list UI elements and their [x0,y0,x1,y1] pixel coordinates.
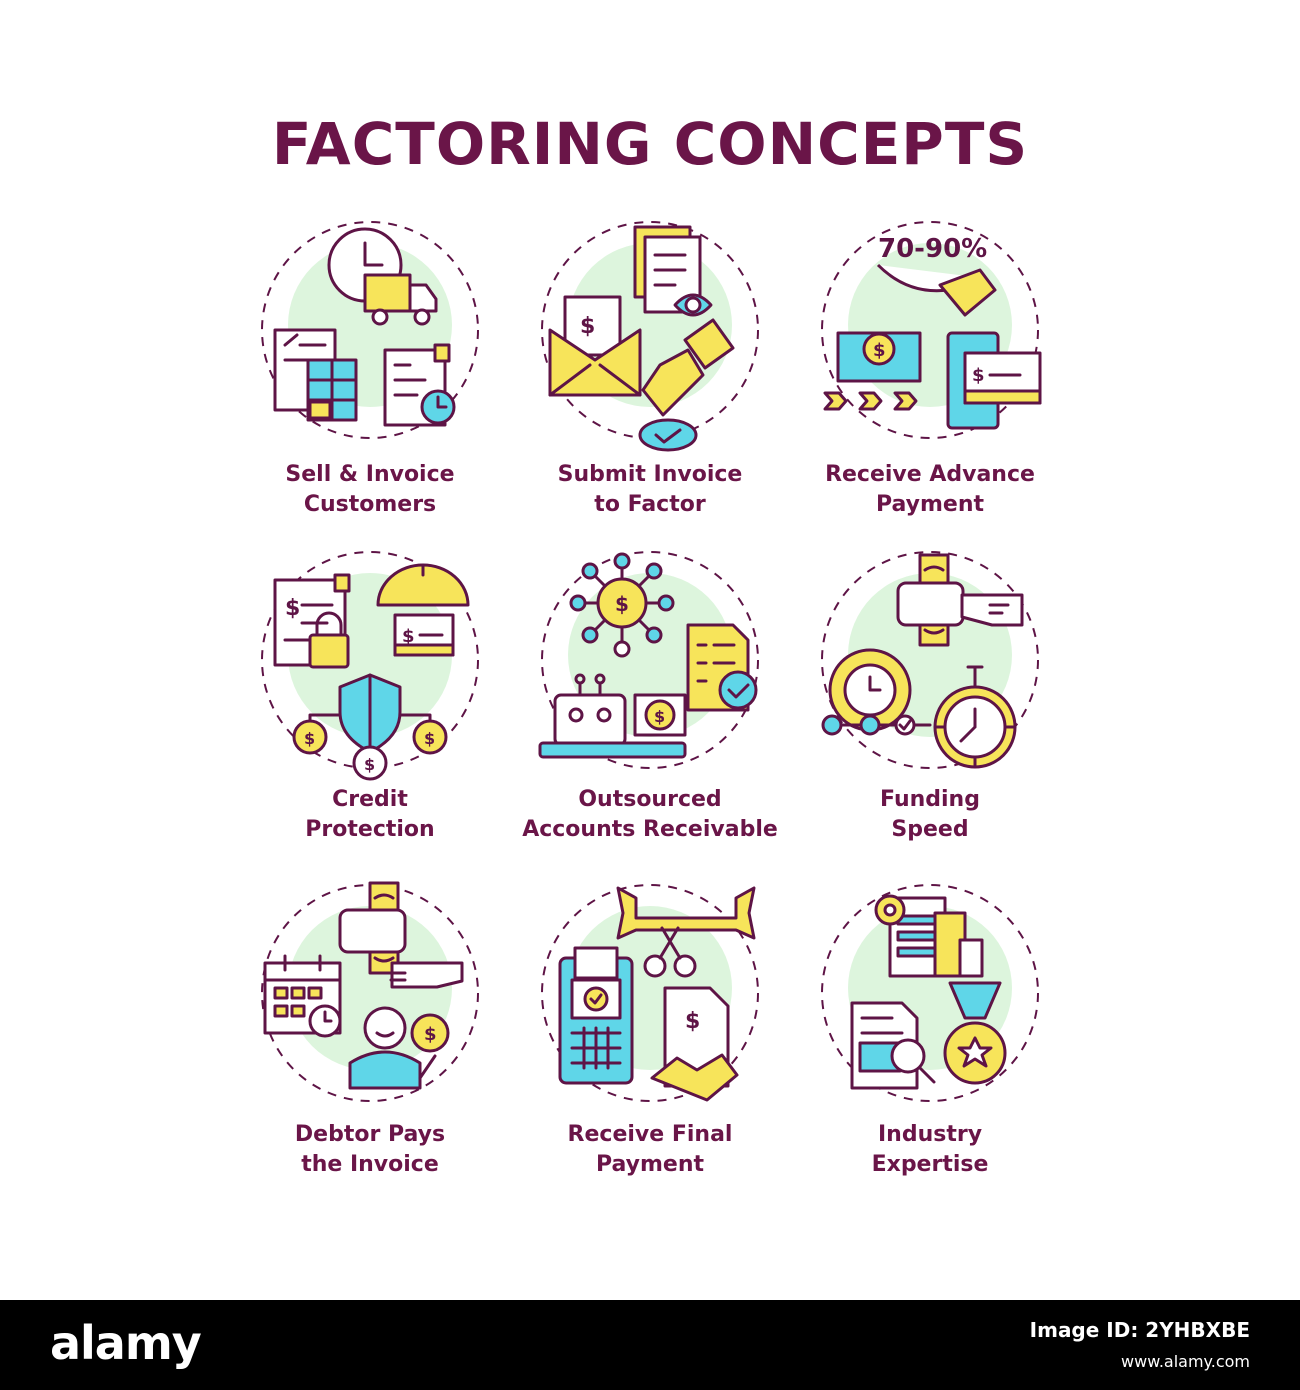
debtor-pays-icon: $ [230,878,510,1118]
final-payment-icon: $ [510,878,790,1118]
funding-speed-icon [790,545,1070,785]
page-title: FACTORING CONCEPTS [271,110,1029,178]
advance-payment-icon: 70-90% $ $ [790,215,1070,455]
sell-invoice-icon [230,215,510,455]
tile-label-line1: Submit Invoice [557,462,743,487]
watermark-footer: alamy Image ID: 2YHBXBE www.alamy.com [0,1300,1300,1390]
tile-label-line1: Credit [332,787,408,812]
tile-label-line2: Expertise [871,1152,989,1177]
site-url: www.alamy.com [1121,1352,1250,1371]
tile-label-line2: to Factor [594,492,706,517]
tile-label-line1: Funding [880,787,980,812]
svg-text:$: $ [304,729,315,748]
tile-label-line2: Protection [305,817,435,842]
svg-text:$: $ [580,314,595,339]
tile-label-line1: Debtor Pays [294,1122,446,1147]
tile-label-line1: Industry [877,1122,983,1147]
svg-text:$: $ [402,626,415,647]
advance-rate-label: 70-90% [878,234,987,264]
svg-text:$: $ [615,592,629,616]
tile-label-line2: Speed [891,817,969,842]
image-id: Image ID: 2YHBXBE [1029,1318,1250,1342]
svg-text:$: $ [424,729,435,748]
tile-label-line1: Receive Final [567,1122,733,1147]
credit-protection-icon: $ $ $ $ $ [230,545,510,785]
tile-label-line2: Accounts Receivable [522,817,778,842]
svg-text:$: $ [972,365,985,386]
svg-text:$: $ [654,707,665,726]
tile-label-line1: Sell & Invoice [285,462,455,487]
industry-expertise-icon [790,878,1070,1118]
tile-label-line1: Receive Advance [825,462,1035,487]
svg-text:$: $ [285,596,300,621]
tile-label-line2: Payment [595,1152,705,1177]
svg-text:$: $ [685,1009,700,1034]
brand-logo: alamy [50,1316,202,1370]
tile-label-line2: Payment [875,492,985,517]
accounts-receivable-icon: $ $ [510,545,790,785]
submit-invoice-icon: $ [510,215,790,455]
svg-text:$: $ [424,1024,437,1045]
tile-label-line2: Customers [303,492,437,517]
svg-text:$: $ [364,755,375,774]
svg-text:$: $ [873,340,886,361]
tile-label-line1: Outsourced [578,787,722,812]
tile-label-line2: the Invoice [301,1152,439,1177]
